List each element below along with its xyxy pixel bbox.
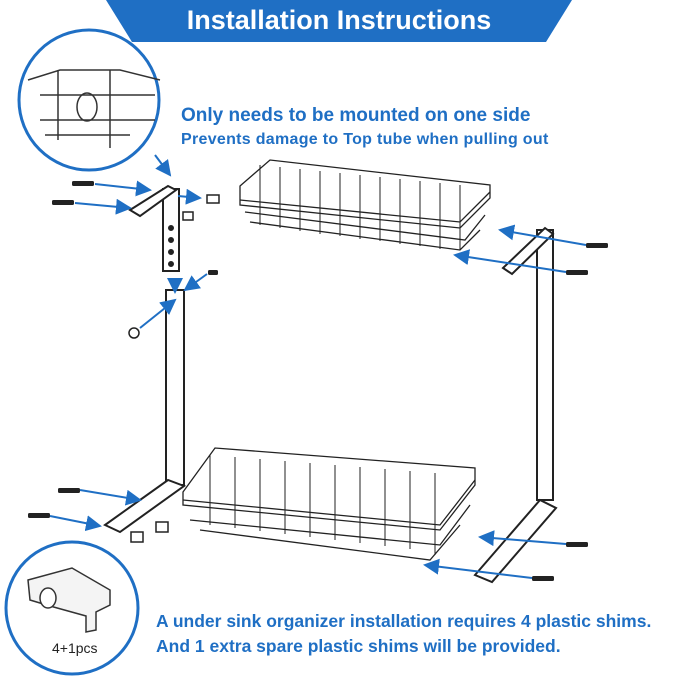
nut [128, 327, 140, 339]
note-bottom-line1: A under sink organizer installation requ… [156, 611, 652, 631]
plastic-shim-inset [4, 540, 140, 676]
screw [566, 270, 588, 275]
note-top-line1: Only needs to be mounted on one side [181, 105, 531, 126]
screw [586, 243, 608, 248]
rack-frame [103, 184, 558, 584]
shim-part [182, 211, 194, 221]
note-bottom-line2: And 1 extra spare plastic shims will be … [156, 636, 561, 656]
screw [28, 513, 50, 518]
screw [72, 181, 94, 186]
shim-part [155, 521, 169, 533]
note-top-line2: Prevents damage to Top tube when pulling… [181, 131, 549, 148]
top-basket [239, 159, 491, 251]
screw [52, 200, 74, 205]
screw [566, 542, 588, 547]
top-tube-detail-inset [17, 28, 161, 172]
screw [58, 488, 80, 493]
screw [532, 576, 554, 581]
bottom-basket [182, 447, 476, 561]
shim-part [130, 531, 144, 543]
shim-count-label: 4+1pcs [52, 640, 98, 656]
title-banner [106, 0, 572, 42]
screw [208, 270, 218, 275]
page-title: Installation Instructions [186, 5, 492, 35]
shim-part [206, 194, 220, 204]
assembly-arrows [49, 154, 587, 579]
